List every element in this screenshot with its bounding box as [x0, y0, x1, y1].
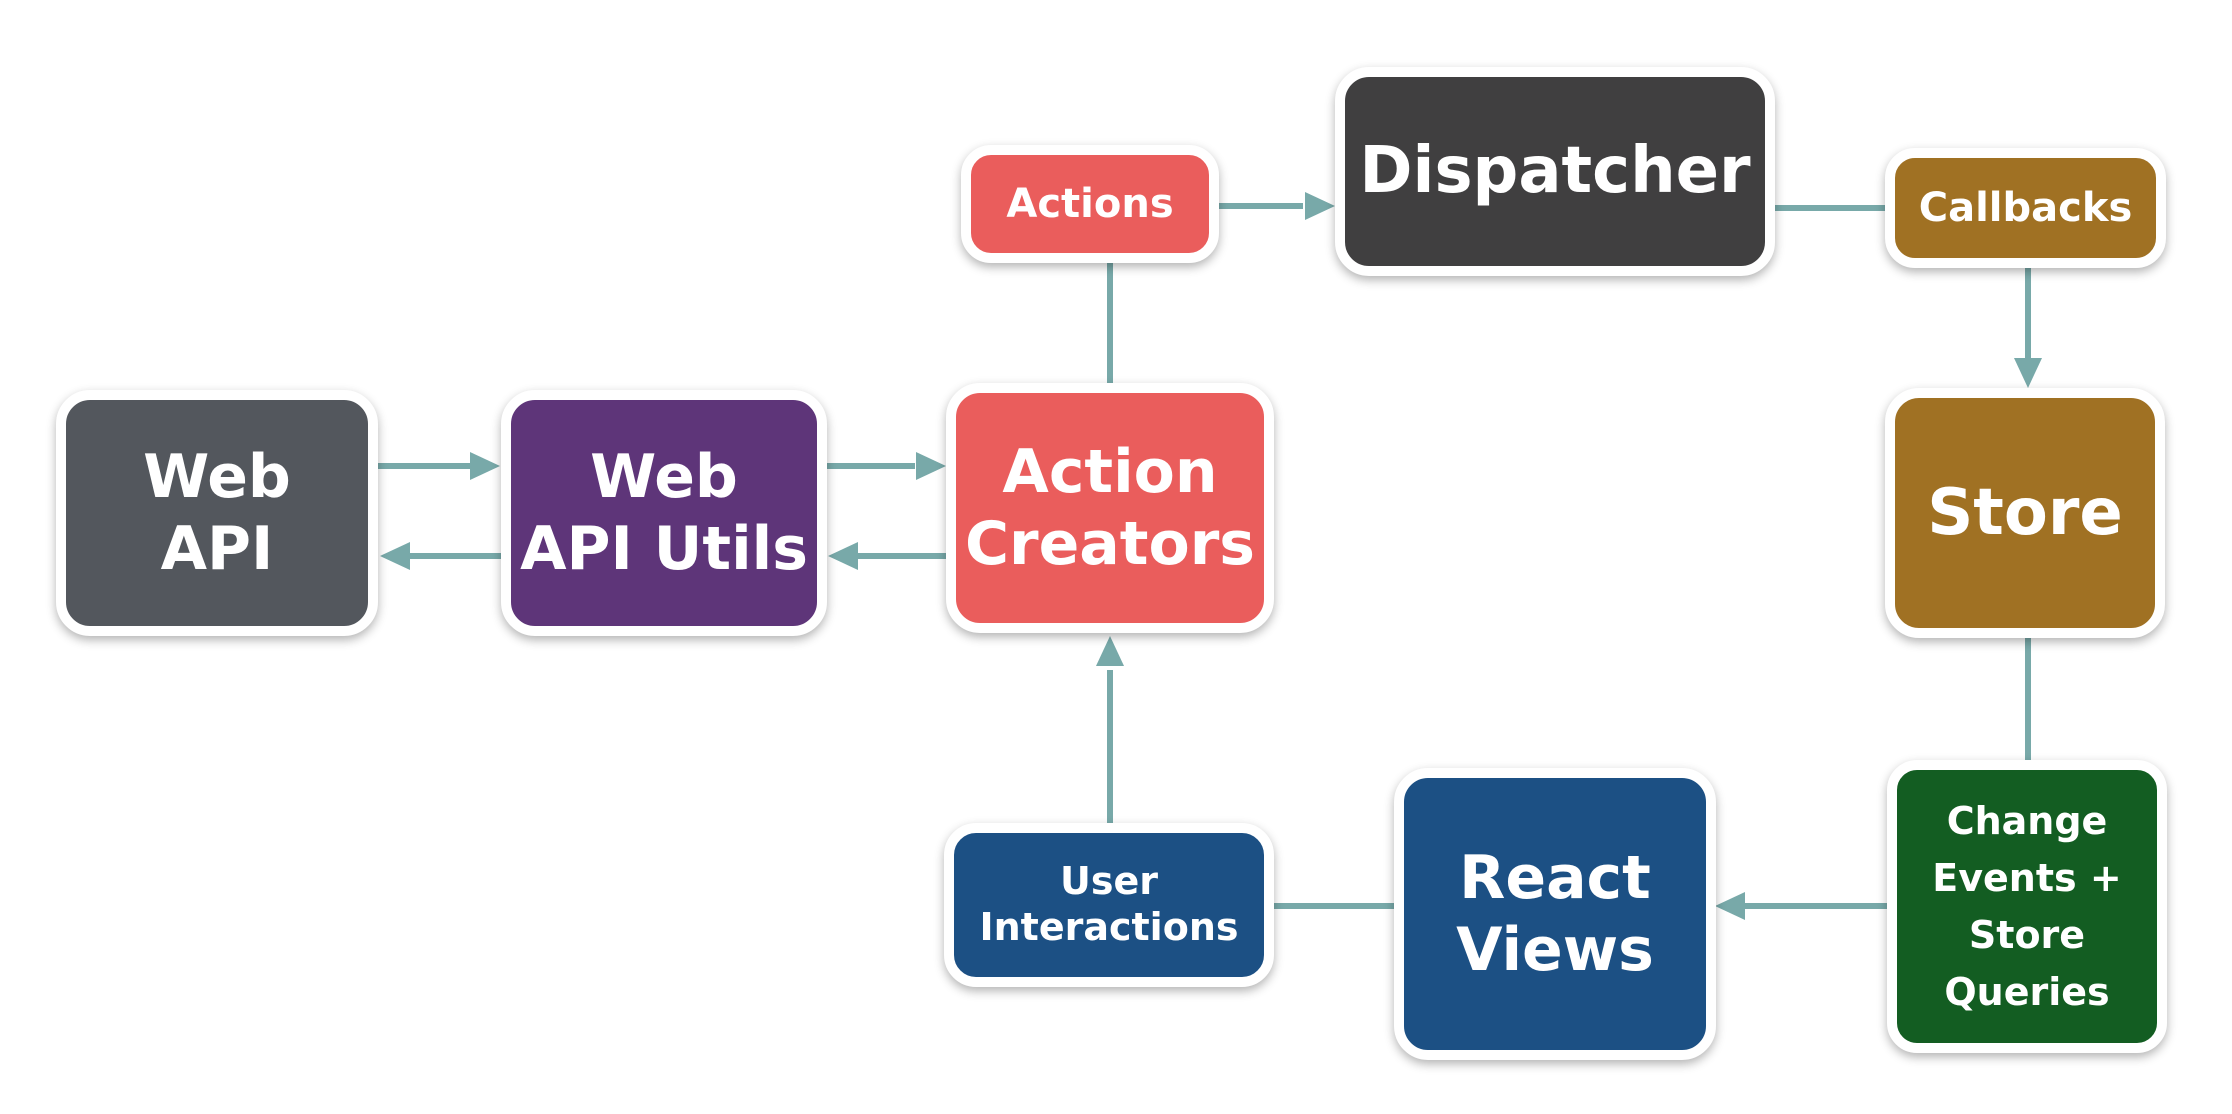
user-interactions-box: User Interactions [944, 823, 1274, 987]
actions-label: Actions [1006, 181, 1174, 227]
dispatcher-label: Dispatcher [1359, 134, 1751, 209]
arrowhead-left-to-react-views [1715, 892, 1745, 920]
web-api-utils-label: Web API Utils [520, 442, 808, 584]
callbacks-box: Callbacks [1885, 148, 2166, 268]
react-views-label: React Views [1456, 843, 1654, 985]
change-events-label: Change Events + Store Queries [1932, 798, 2122, 1014]
user-interactions-label: User Interactions [979, 859, 1239, 949]
arrowhead-right-to-action-creators [916, 452, 946, 480]
arrowhead-down-to-store [2014, 358, 2042, 388]
callbacks-label: Callbacks [1918, 185, 2133, 231]
web-api-label: Web API [143, 442, 291, 584]
action-creators-box: Action Creators [946, 383, 1274, 633]
web-api-box: Web API [56, 390, 378, 636]
actions-box: Actions [961, 145, 1219, 263]
arrowhead-right-to-utils [470, 452, 500, 480]
action-creators-label: Action Creators [964, 437, 1255, 579]
arrowhead-right-to-dispatcher [1305, 192, 1335, 220]
arrowhead-left-to-utils [828, 542, 858, 570]
dispatcher-box: Dispatcher [1335, 67, 1775, 276]
store-label: Store [1927, 475, 2123, 550]
react-views-box: React Views [1394, 768, 1716, 1060]
arrowhead-up-to-action-creators [1096, 636, 1124, 666]
arrowhead-left-to-web-api [380, 542, 410, 570]
web-api-utils-box: Web API Utils [501, 390, 827, 636]
store-box: Store [1885, 388, 2165, 638]
change-events-box: Change Events + Store Queries [1887, 760, 2167, 1053]
